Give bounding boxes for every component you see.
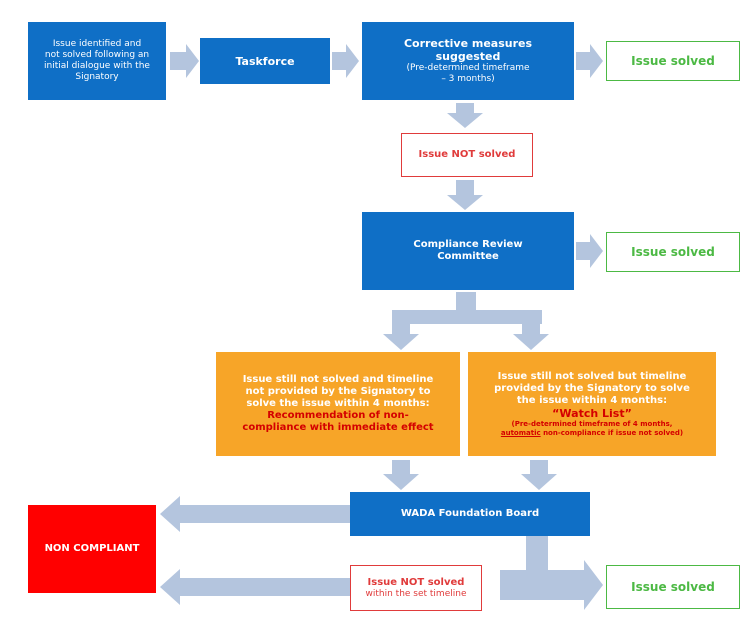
crc-line-2: Committee <box>437 251 499 262</box>
wada-board-label: WADA Foundation Board <box>400 508 540 519</box>
corrective-title-line-1: Corrective measures <box>403 37 533 50</box>
issue-identified-line-1: Issue identified and <box>52 39 142 49</box>
orange-right-line-3: the issue within 4 months: <box>516 394 668 406</box>
issue-not-solved-title-2: Issue NOT solved <box>367 576 465 588</box>
issue-solved-box-2: Issue solved <box>606 232 740 272</box>
arrow-right-5 <box>500 560 603 610</box>
arrow-split-left <box>383 318 419 350</box>
issue-solved-label-2: Issue solved <box>631 245 715 259</box>
compliance-review-committee-box: Compliance Review Committee <box>362 212 574 290</box>
issue-identified-line-2: not solved following an <box>44 50 150 60</box>
taskforce-label: Taskforce <box>235 54 295 68</box>
watch-note-line-1: (Pre-determined timeframe of 4 months, <box>511 419 673 428</box>
taskforce-box: Taskforce <box>200 38 330 84</box>
issue-identified-line-4: Signatory <box>75 72 119 82</box>
orange-box-watch-list: Issue still not solved but timeline prov… <box>468 352 716 456</box>
orange-box-no-timeline: Issue still not solved and timeline not … <box>216 352 460 456</box>
issue-solved-box-1: Issue solved <box>606 41 740 81</box>
watch-note-line-2: automatic non-compliance if issue not so… <box>501 429 683 438</box>
arrow-right-2 <box>332 44 359 78</box>
arrow-left-1 <box>160 496 350 532</box>
orange-left-red-line-1: Recommendation of non- <box>267 410 409 421</box>
orange-left-line-2: not provided by the Signatory to <box>245 386 431 397</box>
orange-left-line-1: Issue still not solved and timeline <box>242 374 434 385</box>
corrective-sub-line-1: (Pre-determined timeframe <box>406 63 530 73</box>
arrow-board-stem <box>526 536 548 570</box>
watch-list-label: “Watch List” <box>552 406 632 420</box>
arrow-right-3 <box>576 44 603 78</box>
corrective-sub-line-2: – 3 months) <box>441 74 495 84</box>
orange-left-line-3: solve the issue within 4 months: <box>246 398 430 409</box>
watch-note-rest: non-compliance if issue not solved) <box>540 428 684 437</box>
non-compliant-label: NON COMPLIANT <box>44 543 140 554</box>
wada-foundation-board-box: WADA Foundation Board <box>350 492 590 536</box>
crc-line-1: Compliance Review <box>413 239 523 250</box>
issue-solved-label-3: Issue solved <box>631 580 715 594</box>
arrow-right-4 <box>576 234 603 268</box>
corrective-title-line-2: suggested <box>435 50 501 63</box>
arrow-down-2 <box>447 180 483 210</box>
issue-not-solved-label-1: Issue NOT solved <box>418 149 516 160</box>
orange-right-line-2: provided by the Signatory to solve <box>494 382 690 394</box>
corrective-measures-box: Corrective measures suggested (Pre-deter… <box>362 22 574 100</box>
orange-left-red-line-2: compliance with immediate effect <box>242 422 434 433</box>
arrow-down-4 <box>521 460 557 490</box>
issue-not-solved-box-2: Issue NOT solved within the set timeline <box>350 565 482 611</box>
arrow-down-3 <box>383 460 419 490</box>
issue-not-solved-box-1: Issue NOT solved <box>401 133 533 177</box>
arrow-right-1 <box>170 44 199 78</box>
arrow-left-2 <box>160 569 350 605</box>
arrow-split-bar <box>392 310 542 324</box>
issue-identified-line-3: initial dialogue with the <box>44 61 150 71</box>
issue-not-solved-sub-2: within the set timeline <box>365 588 467 599</box>
watch-note-automatic: automatic <box>500 428 541 437</box>
issue-solved-box-3: Issue solved <box>606 565 740 609</box>
issue-solved-label-1: Issue solved <box>631 54 715 68</box>
orange-right-line-1: Issue still not solved but timeline <box>497 370 687 382</box>
arrow-split-right <box>513 318 549 350</box>
arrow-down-1 <box>447 103 483 128</box>
issue-identified-box: Issue identified and not solved followin… <box>28 22 166 100</box>
non-compliant-box: NON COMPLIANT <box>28 505 156 593</box>
